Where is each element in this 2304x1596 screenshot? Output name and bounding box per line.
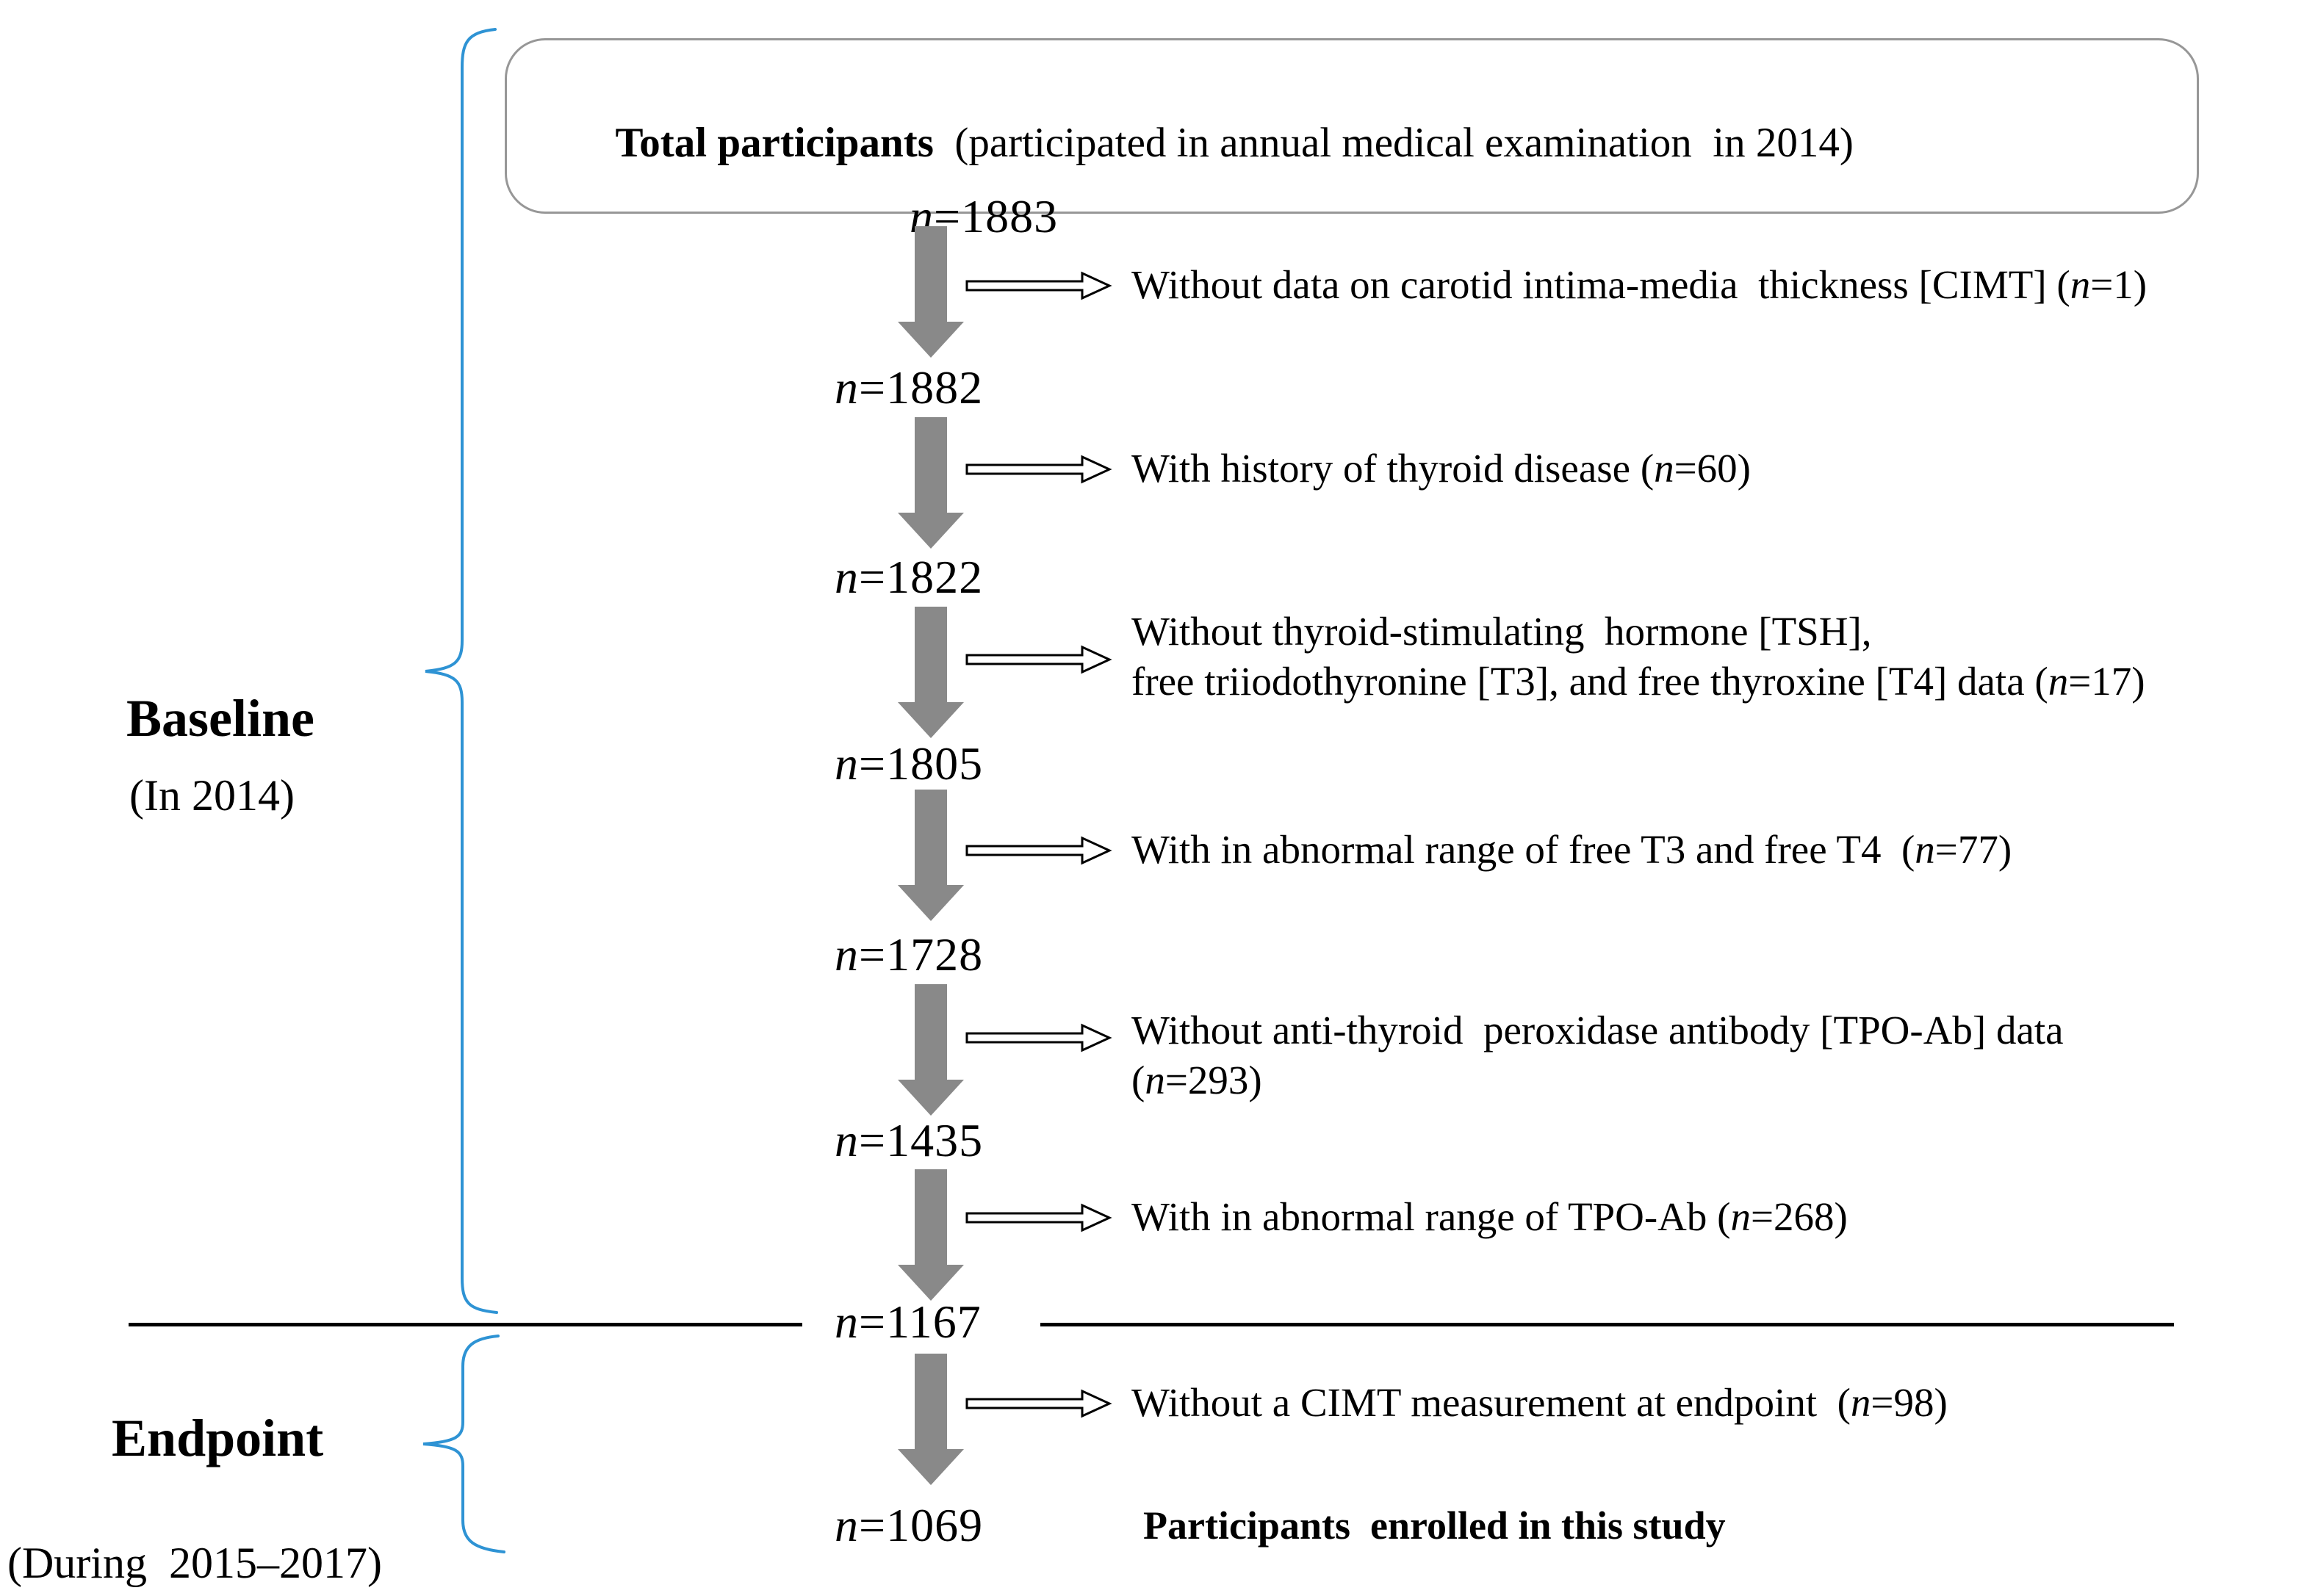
count-label: n=1069 xyxy=(835,1499,984,1551)
exclusion-label: Without anti-thyroid peroxidase antibody… xyxy=(1131,1008,2064,1102)
endpoint-brace xyxy=(422,1335,505,1553)
total-participants-title: Total participants (participated in annu… xyxy=(552,73,1854,214)
baseline-sublabel: (In 2014) xyxy=(129,771,295,820)
down-arrow-icon xyxy=(898,790,964,921)
exclusion-arrow-icon xyxy=(965,836,1112,865)
baseline-label: Baseline xyxy=(126,689,315,748)
exclusion-arrow-icon xyxy=(965,271,1112,300)
exclusion-label: Without a CIMT measurement at endpoint (… xyxy=(1131,1380,1948,1425)
down-arrow-icon xyxy=(898,226,964,358)
exclusion-label: With in abnormal range of free T3 and fr… xyxy=(1131,827,2012,872)
exclusion-label: Without thyroid-stimulating hormone [TSH… xyxy=(1131,609,2145,704)
exclusion-arrow-icon xyxy=(965,645,1112,674)
exclusion-arrow-icon xyxy=(965,1203,1112,1232)
down-arrow-icon xyxy=(898,984,964,1116)
count-label: n=1167 xyxy=(835,1296,982,1348)
down-arrow-icon xyxy=(898,607,964,738)
endpoint-sublabel: (During 2015–2017) xyxy=(7,1539,382,1587)
count-label: n=1822 xyxy=(835,551,984,603)
exclusion-arrow-icon xyxy=(965,455,1112,484)
total-participants-title-bold: Total participants xyxy=(615,120,934,166)
exclusion-arrow-icon xyxy=(965,1389,1112,1418)
count-label: n=1728 xyxy=(835,928,984,981)
count-label: n=1435 xyxy=(835,1114,984,1166)
total-participants-title-rest: (participated in annual medical examinat… xyxy=(933,120,1854,166)
down-arrow-icon xyxy=(898,417,964,549)
endpoint-label: Endpoint xyxy=(112,1409,324,1467)
total-participants-box: Total participants (participated in annu… xyxy=(505,38,2199,242)
baseline-brace xyxy=(425,28,498,1314)
final-enrolled-label: Participants enrolled in this study xyxy=(1143,1503,1726,1548)
phase-divider-line-right xyxy=(1040,1323,2174,1326)
down-arrow-icon xyxy=(898,1354,964,1485)
phase-divider-line-left xyxy=(129,1323,802,1326)
count-label: n=1805 xyxy=(835,737,984,790)
exclusion-label: With history of thyroid disease (n=60) xyxy=(1131,446,1751,491)
count-label-total: n=1883 xyxy=(910,190,1059,242)
down-arrow-icon xyxy=(898,1169,964,1301)
count-label: n=1882 xyxy=(835,361,984,414)
exclusion-label: Without data on carotid intima-media thi… xyxy=(1131,262,2148,307)
exclusion-label: With in abnormal range of TPO-Ab (n=268) xyxy=(1131,1194,1848,1239)
exclusion-arrow-icon xyxy=(965,1023,1112,1052)
